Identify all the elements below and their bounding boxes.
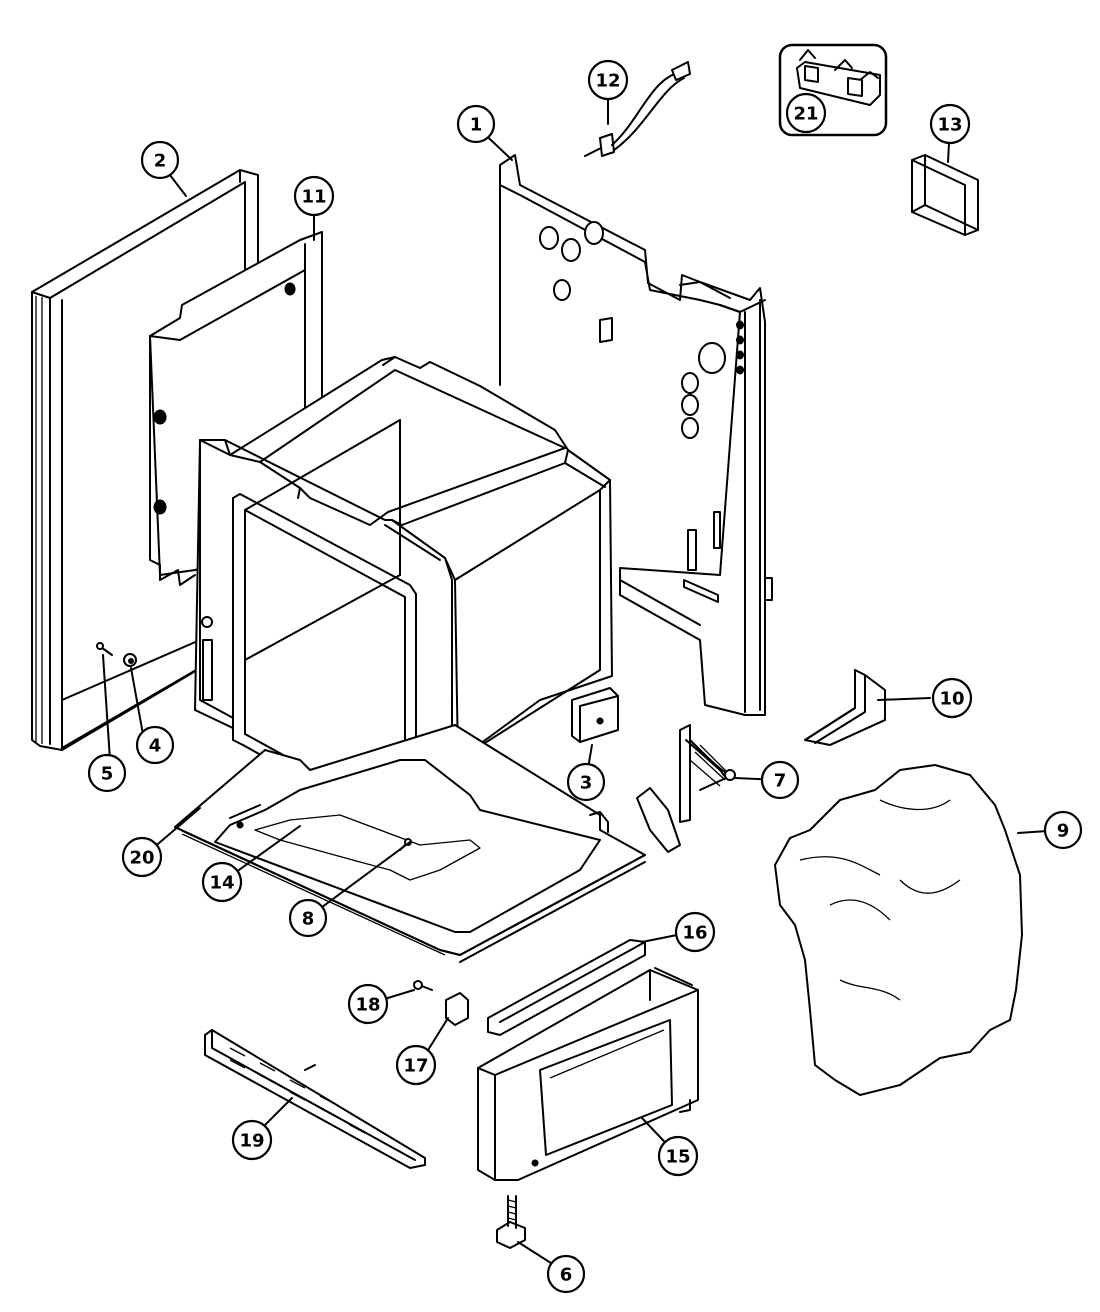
- callouts: 1 2 3 4 5 6 7 8 9 10 11 12 13 14 15 16 1…: [87, 59, 1083, 1294]
- callout-17: 17: [395, 1044, 437, 1086]
- callout-12: 12: [587, 59, 629, 101]
- svg-text:13: 13: [937, 115, 962, 136]
- part-15-drawer: [477, 967, 699, 1181]
- callout-20: 20: [121, 836, 163, 878]
- part-3-bracket: [571, 687, 619, 743]
- part-7-hinge: [636, 724, 736, 853]
- callout-1: 1: [456, 104, 496, 144]
- svg-text:18: 18: [355, 995, 380, 1016]
- callout-19: 19: [231, 1119, 273, 1161]
- callout-18: 18: [347, 983, 389, 1025]
- callout-14: 14: [201, 861, 243, 903]
- svg-text:8: 8: [302, 909, 315, 930]
- svg-text:21: 21: [793, 104, 818, 125]
- svg-text:12: 12: [595, 71, 620, 92]
- callout-3: 3: [566, 762, 606, 802]
- part-16-strip: [487, 939, 646, 1036]
- svg-text:19: 19: [239, 1131, 264, 1152]
- callout-5: 5: [87, 753, 127, 793]
- callout-8: 8: [288, 898, 328, 938]
- callout-21: 21: [785, 92, 827, 134]
- part-10-hinge-bracket: [804, 669, 886, 746]
- svg-text:15: 15: [665, 1147, 690, 1168]
- part-19-vent-strip: [204, 1029, 426, 1169]
- callout-11: 11: [293, 175, 335, 217]
- svg-text:3: 3: [580, 773, 593, 794]
- part-18-screw: [413, 980, 433, 991]
- callout-13: 13: [929, 103, 971, 145]
- part-5-screw: [96, 642, 113, 656]
- part-12-wire-harness: [584, 61, 691, 343]
- svg-text:4: 4: [149, 736, 162, 757]
- callout-4: 4: [135, 725, 175, 765]
- svg-text:14: 14: [209, 873, 234, 894]
- svg-text:6: 6: [560, 1265, 573, 1286]
- svg-text:16: 16: [682, 923, 707, 944]
- svg-text:1: 1: [470, 115, 483, 136]
- part-1-back-panel: [499, 154, 773, 716]
- callout-16: 16: [674, 911, 716, 953]
- svg-text:2: 2: [154, 151, 167, 172]
- callout-10: 10: [931, 677, 973, 719]
- svg-text:10: 10: [939, 689, 964, 710]
- callout-2: 2: [140, 140, 180, 180]
- part-13-bracket: [911, 154, 979, 236]
- part-6-leveling-leg: [496, 1195, 526, 1249]
- callout-9: 9: [1043, 810, 1083, 850]
- part-4-bumper: [123, 653, 137, 667]
- svg-text:9: 9: [1057, 821, 1070, 842]
- svg-text:7: 7: [774, 771, 787, 792]
- svg-text:20: 20: [129, 848, 154, 869]
- callout-15: 15: [657, 1135, 699, 1177]
- svg-text:17: 17: [403, 1056, 428, 1077]
- part-9-insulation: [774, 764, 1023, 1096]
- callout-6: 6: [546, 1254, 586, 1294]
- part-17-clip: [445, 992, 469, 1026]
- callout-7: 7: [760, 760, 800, 800]
- svg-text:11: 11: [301, 187, 326, 208]
- svg-text:5: 5: [101, 764, 114, 785]
